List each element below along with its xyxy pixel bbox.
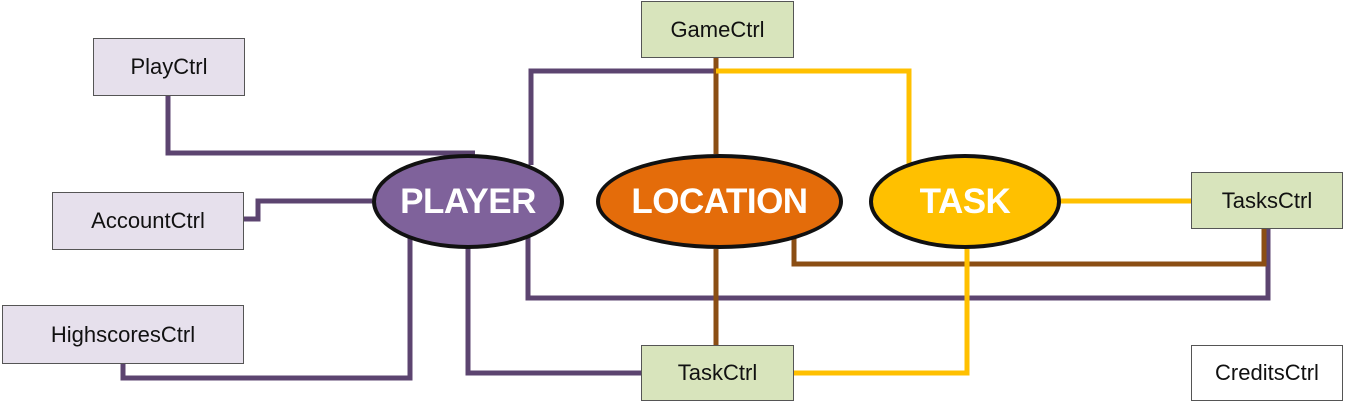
- creditsctrl-box: CreditsCtrl: [1191, 345, 1343, 401]
- accountctrl-box: AccountCtrl: [52, 192, 244, 250]
- playctrl-label: PlayCtrl: [130, 54, 208, 79]
- creditsctrl-label: CreditsCtrl: [1215, 360, 1319, 385]
- highscoresctrl-label: HighscoresCtrl: [50, 321, 196, 347]
- edge-player-taskctrl: [465, 247, 641, 376]
- edge-accountctrl-player: [244, 198, 372, 222]
- gamectrl-box: GameCtrl: [641, 1, 794, 58]
- taskctrl-label: TaskCtrl: [677, 360, 758, 385]
- taskctrl-box: TaskCtrl: [641, 345, 794, 401]
- task-entity-label: TASK: [919, 181, 1011, 221]
- playctrl-box: PlayCtrl: [93, 38, 245, 96]
- tasksctrl-box: TasksCtrl: [1191, 172, 1343, 229]
- edge-location-tasksctrl: [791, 229, 1267, 267]
- player-entity: PLAYER: [372, 154, 564, 249]
- location-entity-label: LOCATION: [631, 181, 808, 221]
- edge-gamectrl-task: [716, 68, 912, 165]
- location-entity: LOCATION: [596, 154, 843, 249]
- edge-player-tasksctrl: [525, 229, 1271, 301]
- edge-highscoresctrl-player: [120, 237, 413, 381]
- edge-player-gamectrl: [528, 68, 716, 165]
- accountctrl-label: AccountCtrl: [91, 208, 205, 233]
- edge-task-taskctrl: [794, 249, 970, 376]
- player-entity-label: PLAYER: [400, 181, 536, 221]
- highscoresctrl-box: HighscoresCtrl: [2, 305, 244, 364]
- edge-playctrl-player: [165, 96, 475, 156]
- gamectrl-label: GameCtrl: [670, 16, 765, 42]
- task-entity: TASK: [869, 154, 1061, 249]
- tasksctrl-label: TasksCtrl: [1221, 187, 1313, 213]
